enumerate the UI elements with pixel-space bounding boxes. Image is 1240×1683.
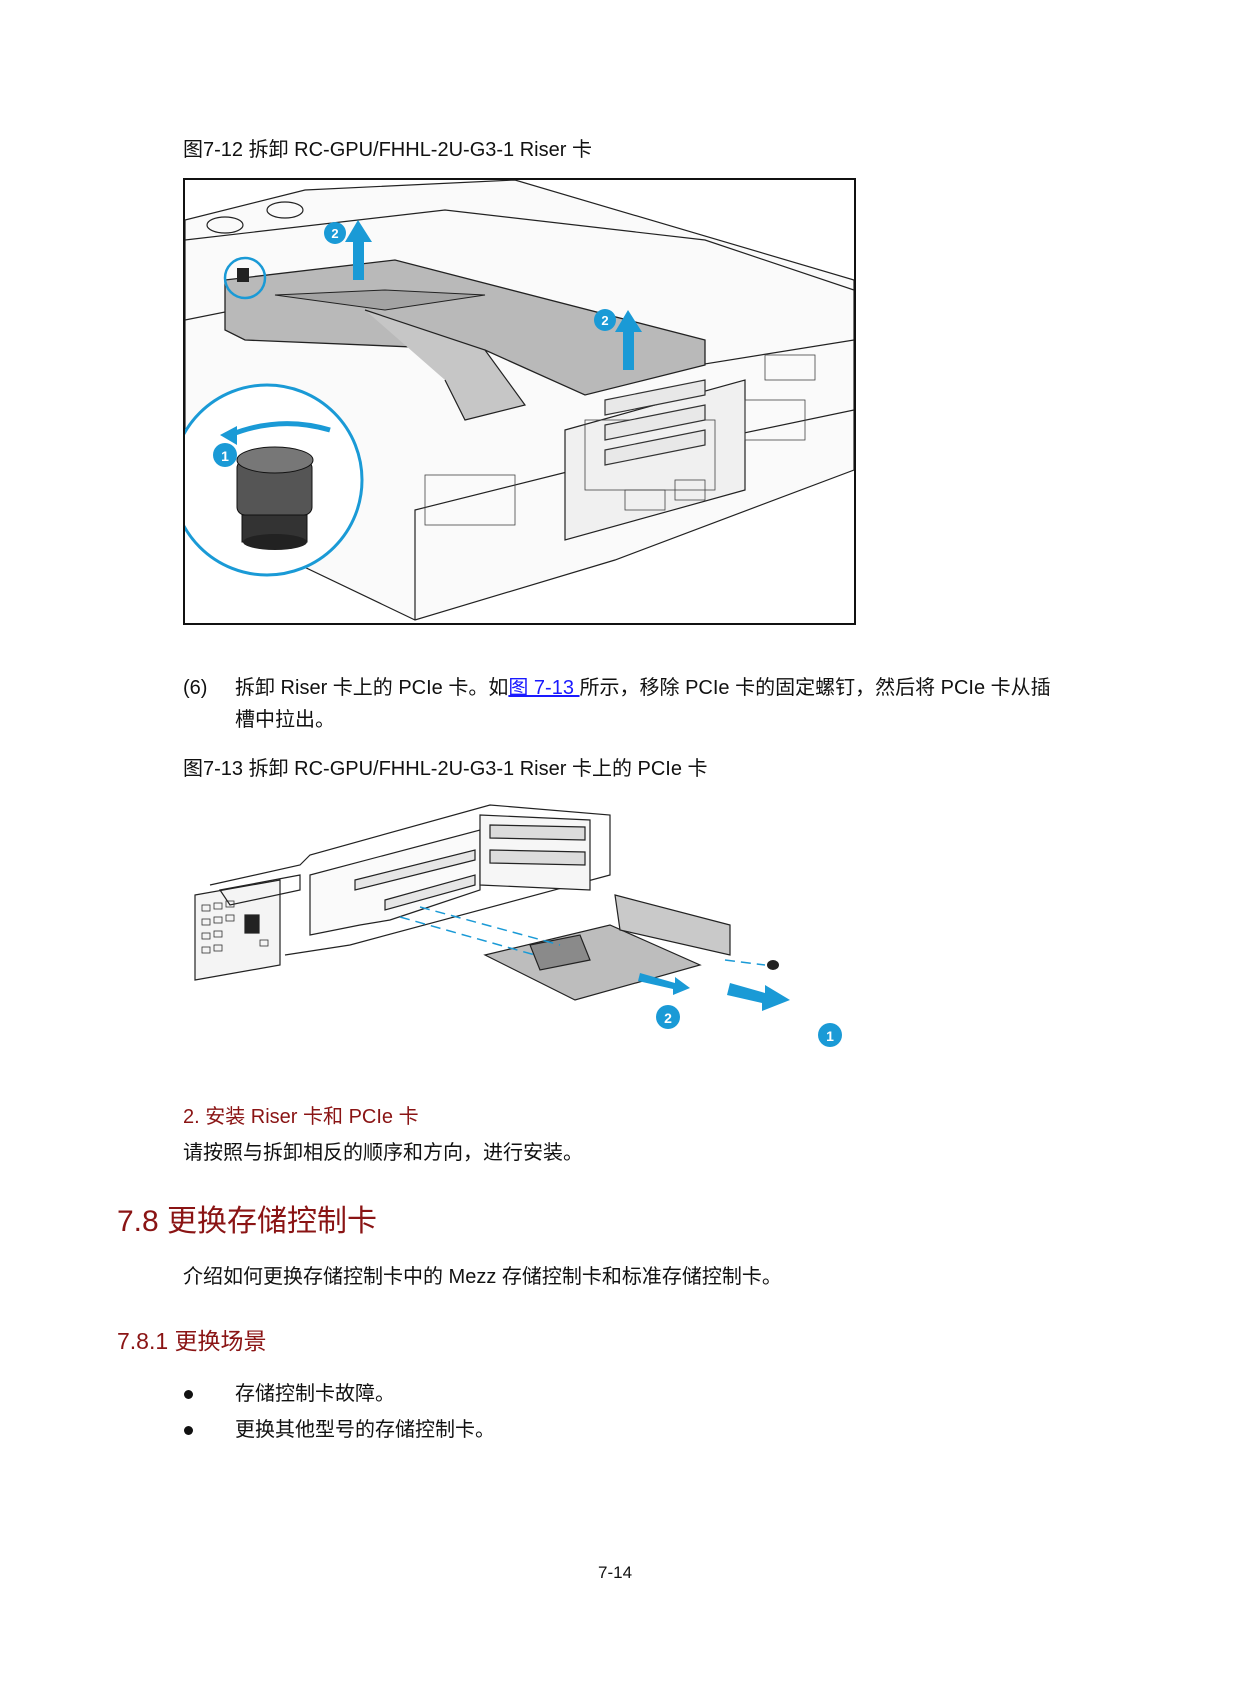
svg-text:1: 1 <box>221 448 229 464</box>
callout-1: 1 <box>818 1023 842 1047</box>
install-body: 请按照与拆卸相反的顺序和方向，进行安装。 <box>183 1142 583 1164</box>
step-6-text-before-link: 拆卸 Riser 卡上的 PCIe 卡。如 <box>235 677 509 699</box>
step-number: (6) <box>183 677 208 699</box>
section-7-8-intro: 介绍如何更换存储控制卡中的 Mezz 存储控制卡和标准存储控制卡。 <box>183 1266 782 1288</box>
figure-12-caption: 图7-12 拆卸 RC-GPU/FHHL-2U-G3-1 Riser 卡 <box>183 139 592 161</box>
figure-13-illustration: 2 1 <box>190 795 880 1055</box>
pcie-card-removal-diagram: 2 1 <box>194 804 842 1047</box>
section-7-8-1-heading: 7.8.1 更换场景 <box>117 1328 267 1354</box>
page-number: 7-14 <box>598 1563 633 1582</box>
section-7-8-heading: 7.8 更换存储控制卡 <box>117 1205 378 1238</box>
svg-text:1: 1 <box>826 1028 834 1044</box>
svg-text:2: 2 <box>331 226 338 241</box>
svg-text:2: 2 <box>601 313 608 328</box>
bullet-item: 存储控制卡故障。 <box>235 1383 395 1405</box>
bullet-dot <box>184 1390 193 1399</box>
callout-1: 1 <box>213 443 237 467</box>
bullet-dot <box>184 1426 193 1435</box>
callout-2: 2 <box>656 1005 680 1029</box>
step-6-line-1: 拆卸 Riser 卡上的 PCIe 卡。如图 7-13 所示，移除 PCIe 卡… <box>235 672 1051 704</box>
svg-text:2: 2 <box>664 1010 672 1026</box>
install-heading: 2. 安装 Riser 卡和 PCIe 卡 <box>183 1106 419 1128</box>
figure-13-caption: 图7-13 拆卸 RC-GPU/FHHL-2U-G3-1 Riser 卡上的 P… <box>183 758 708 780</box>
step-6-line-2: 槽中拉出。 <box>235 709 335 731</box>
callout-2-right: 2 <box>594 309 616 331</box>
step-6-text-after-link: 所示，移除 PCIe 卡的固定螺钉，然后将 PCIe 卡从插 <box>579 677 1051 699</box>
figure-7-13-link[interactable]: 图 7-13 <box>508 677 580 699</box>
figure-12-illustration: 2 2 1 <box>183 178 856 625</box>
callout-2-left: 2 <box>324 222 346 244</box>
server-chassis-riser-removal-diagram: 2 2 1 <box>185 180 854 621</box>
bullet-item: 更换其他型号的存储控制卡。 <box>235 1419 495 1441</box>
